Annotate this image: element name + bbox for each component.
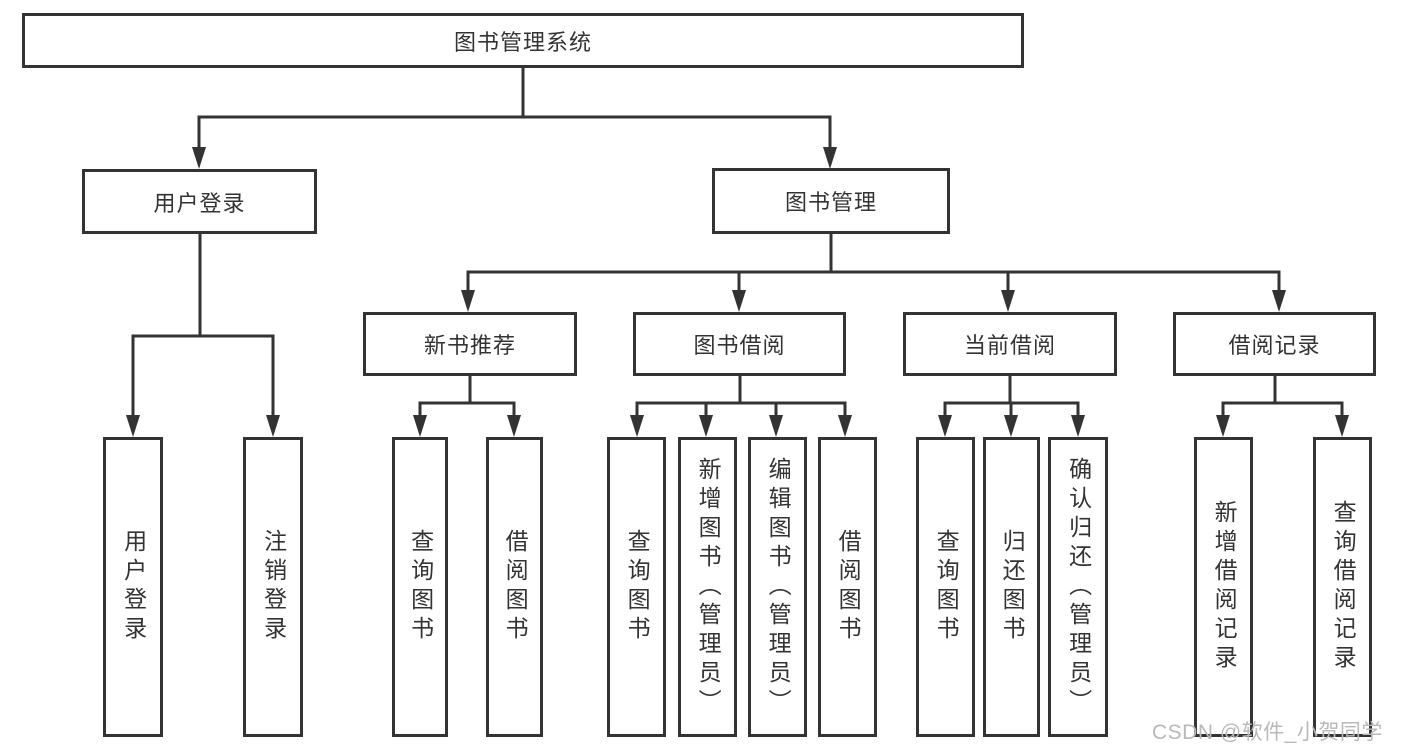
leaf-query-books-borrowing: 查询图书 <box>607 437 666 737</box>
node-label: 借阅图书 <box>835 529 862 645</box>
node-borrow-records: 借阅记录 <box>1173 312 1376 376</box>
leaf-borrow-books: 借阅图书 <box>818 437 877 737</box>
leaf-query-books-recommend: 查询图书 <box>392 437 448 737</box>
leaf-logout: 注销登录 <box>243 437 303 737</box>
node-root-library-system: 图书管理系统 <box>22 13 1024 68</box>
leaf-borrow-books-recommend: 借阅图书 <box>486 437 543 737</box>
node-label: 查询图书 <box>407 529 434 645</box>
node-label: 归还图书 <box>999 529 1026 645</box>
leaf-user-login: 用户登录 <box>103 437 163 737</box>
node-label: 编辑图书（管理员） <box>765 456 792 718</box>
leaf-add-books-admin: 新增图书（管理员） <box>678 437 737 737</box>
connector-shafts <box>131 66 1344 420</box>
node-label: 注销登录 <box>260 529 287 645</box>
node-label: 新书推荐 <box>423 333 516 358</box>
leaf-edit-books-admin: 编辑图书（管理员） <box>748 437 807 737</box>
node-new-book-recommend: 新书推荐 <box>363 312 577 376</box>
node-label: 新增图书（管理员） <box>695 456 722 718</box>
node-label: 借阅记录 <box>1228 333 1321 358</box>
node-current-borrowing: 当前借阅 <box>903 312 1117 376</box>
node-label: 图书管理系统 <box>453 29 592 55</box>
node-label: 用户登录 <box>120 529 147 645</box>
node-label: 当前借阅 <box>963 333 1056 358</box>
node-label: 图书管理 <box>784 190 877 215</box>
node-label: 查询图书 <box>624 529 651 645</box>
node-book-management: 图书管理 <box>712 168 950 234</box>
leaf-add-borrow-record: 新增借阅记录 <box>1194 437 1253 737</box>
node-label: 用户登录 <box>153 190 246 216</box>
node-user-login: 用户登录 <box>82 169 317 234</box>
node-book-borrowing: 图书借阅 <box>633 312 846 376</box>
leaf-query-borrow-record: 查询借阅记录 <box>1313 437 1372 737</box>
csdn-watermark: CSDN @软件_小贺同学 <box>1152 721 1383 744</box>
leaf-confirm-return-admin: 确认归还（管理员） <box>1048 437 1108 737</box>
node-label: 借阅图书 <box>502 529 529 645</box>
node-label: 图书借阅 <box>693 333 786 358</box>
node-label: 确认归还（管理员） <box>1065 456 1092 718</box>
leaf-query-books-current: 查询图书 <box>916 437 975 737</box>
arrowheads <box>126 147 1349 437</box>
node-label: 新增借阅记录 <box>1211 500 1238 674</box>
node-label: 查询借阅记录 <box>1330 500 1357 674</box>
leaf-return-books: 归还图书 <box>983 437 1040 737</box>
node-label: 查询图书 <box>933 529 960 645</box>
